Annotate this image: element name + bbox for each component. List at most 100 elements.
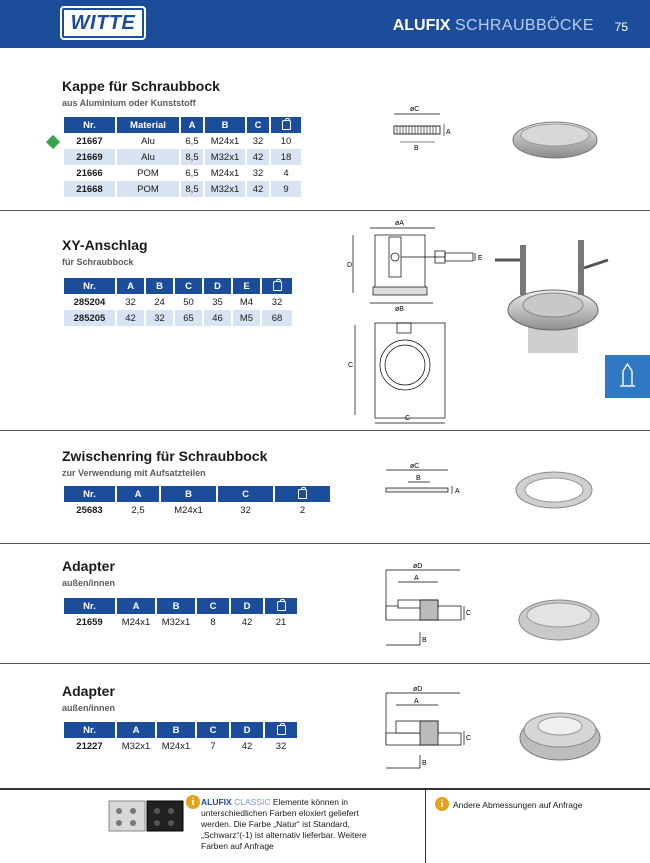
footer-note-colors: ALUFIX CLASSIC Elemente können in unters… [201, 797, 367, 851]
svg-text:øC: øC [410, 106, 419, 113]
table-header-row: Nr. A B C D [64, 598, 297, 614]
col-header-d: D [204, 278, 231, 294]
svg-text:A: A [455, 488, 460, 495]
table-row: 21659 M24x1 M32x1 8 42 21 [64, 614, 297, 630]
section-divider [0, 210, 650, 211]
cell-d: 35 [212, 296, 223, 308]
svg-text:øD: øD [413, 686, 422, 693]
section-title-xy-anschlag: XY-Anschlag [62, 237, 148, 253]
table-header-row: Nr. A B C D [64, 722, 297, 738]
spec-table-xy-anschlag: Nr. A B C D E 285204 32 24 50 35 M4 32 2… [62, 278, 294, 326]
cell-c: 50 [183, 296, 194, 308]
section-title-adapter-1: Adapter [62, 558, 115, 574]
cell-b: 24 [154, 296, 165, 308]
info-icon: i [435, 797, 449, 811]
technical-drawing-kappe: øC A B [393, 106, 451, 152]
product-photo-color-variants [108, 800, 184, 832]
product-photo-adapter-1 [518, 599, 600, 641]
col-header-nr: Nr. [64, 598, 115, 614]
cell-d: 42 [241, 740, 253, 752]
cell-b: M32x1 [205, 181, 245, 197]
cell-a: M24x1 [121, 616, 151, 628]
technical-drawing-zwischenring: øC B A [385, 463, 460, 495]
table-row: 21667 Alu 6,5 M24x1 32 10 [64, 133, 301, 149]
col-header-nr: Nr. [64, 278, 115, 294]
table-row: 21227 M32x1 M24x1 7 42 32 [64, 738, 297, 754]
section-subtitle-kappe: aus Aluminium oder Kunststoff [62, 98, 196, 108]
cell-weight: 18 [271, 149, 301, 165]
section-subtitle-adapter-2: außen/innen [62, 703, 116, 713]
cell-material: POM [117, 181, 179, 197]
footer-note-dimensions: Andere Abmessungen auf Anfrage [453, 800, 583, 810]
svg-text:B: B [416, 475, 421, 482]
col-header-material: Material [117, 117, 179, 133]
cell-weight: 32 [271, 296, 283, 308]
cell-c: 42 [247, 149, 269, 165]
new-item-marker-icon [45, 134, 61, 150]
technical-drawing-xy-anschlag: øA D E øB C C [347, 220, 483, 424]
cell-b: M24x1 [210, 135, 240, 147]
cell-d: 46 [204, 310, 231, 326]
cell-weight: 2 [299, 504, 306, 516]
col-header-a: A [181, 117, 203, 133]
header-bar: WITTE ALUFIX SCHRAUBBÖCKE 75 [0, 0, 650, 48]
col-header-b: B [205, 117, 245, 133]
svg-text:øB: øB [395, 306, 404, 313]
svg-text:A: A [414, 575, 419, 582]
cell-weight: 9 [271, 181, 301, 197]
cell-nr: 21659 [76, 616, 103, 628]
cell-b: M24x1 [174, 504, 203, 516]
table-row: 21668 POM 8,5 M32x1 42 9 [64, 181, 301, 197]
spec-table-adapter-2: Nr. A B C D 21227 M32x1 M24x1 7 42 32 [62, 722, 299, 754]
cell-d: 42 [241, 616, 253, 628]
cell-c: 8 [210, 616, 216, 628]
cell-b: 32 [146, 310, 173, 326]
cell-e: M5 [233, 310, 260, 326]
svg-text:B: B [414, 145, 419, 152]
section-title-kappe: Kappe für Schraubbock [62, 78, 220, 94]
col-header-weight [265, 598, 297, 614]
table-header-row: Nr. A B C D E [64, 278, 292, 294]
table-row: 21669 Alu 8,5 M32x1 42 18 [64, 149, 301, 165]
footer-column-divider [425, 790, 426, 863]
screw-jack-icon [620, 362, 635, 387]
category-tab[interactable] [605, 355, 650, 398]
svg-text:B: B [422, 760, 427, 767]
cell-nr: 21668 [64, 181, 115, 197]
spec-table-kappe: Nr. Material A B C 21667 Alu 6,5 M24x1 3… [62, 117, 303, 197]
cell-material: POM [137, 167, 159, 179]
spec-table-zwischenring: Nr. A B C 25683 2,5 M24x1 32 2 [62, 486, 332, 518]
cell-c: 65 [175, 310, 202, 326]
col-header-d: D [231, 722, 263, 738]
section-subtitle-xy-anschlag: für Schraubbock [62, 257, 134, 267]
cell-c: 42 [247, 181, 269, 197]
cell-material: Alu [141, 135, 155, 147]
cell-c: 7 [210, 740, 216, 752]
cell-a: 8,5 [181, 149, 203, 165]
col-header-d: D [231, 598, 263, 614]
col-header-b: B [157, 722, 195, 738]
svg-text:A: A [414, 698, 419, 705]
col-header-weight [265, 722, 297, 738]
col-header-nr: Nr. [64, 486, 115, 502]
weight-icon [272, 278, 282, 291]
cell-weight: 21 [275, 616, 287, 628]
col-header-e: E [233, 278, 260, 294]
svg-text:øD: øD [413, 563, 422, 570]
cell-nr: 25683 [76, 504, 103, 516]
cell-b: M32x1 [205, 149, 245, 165]
cell-nr: 21667 [76, 135, 103, 147]
spec-table-adapter-1: Nr. A B C D 21659 M24x1 M32x1 8 42 21 [62, 598, 299, 630]
section-title-zwischenring: Zwischenring für Schraubbock [62, 448, 268, 464]
cell-weight: 68 [262, 310, 292, 326]
cell-b: M24x1 [161, 740, 191, 752]
page-number: 75 [614, 20, 628, 34]
col-header-nr: Nr. [64, 722, 115, 738]
cell-nr: 21227 [76, 740, 103, 752]
col-header-c: C [218, 486, 273, 502]
cell-a: 2,5 [131, 504, 145, 516]
cell-nr: 21669 [64, 149, 115, 165]
footer-divider [0, 788, 650, 790]
product-photo-adapter-2 [519, 712, 601, 761]
witte-logo[interactable]: WITTE [60, 6, 146, 40]
